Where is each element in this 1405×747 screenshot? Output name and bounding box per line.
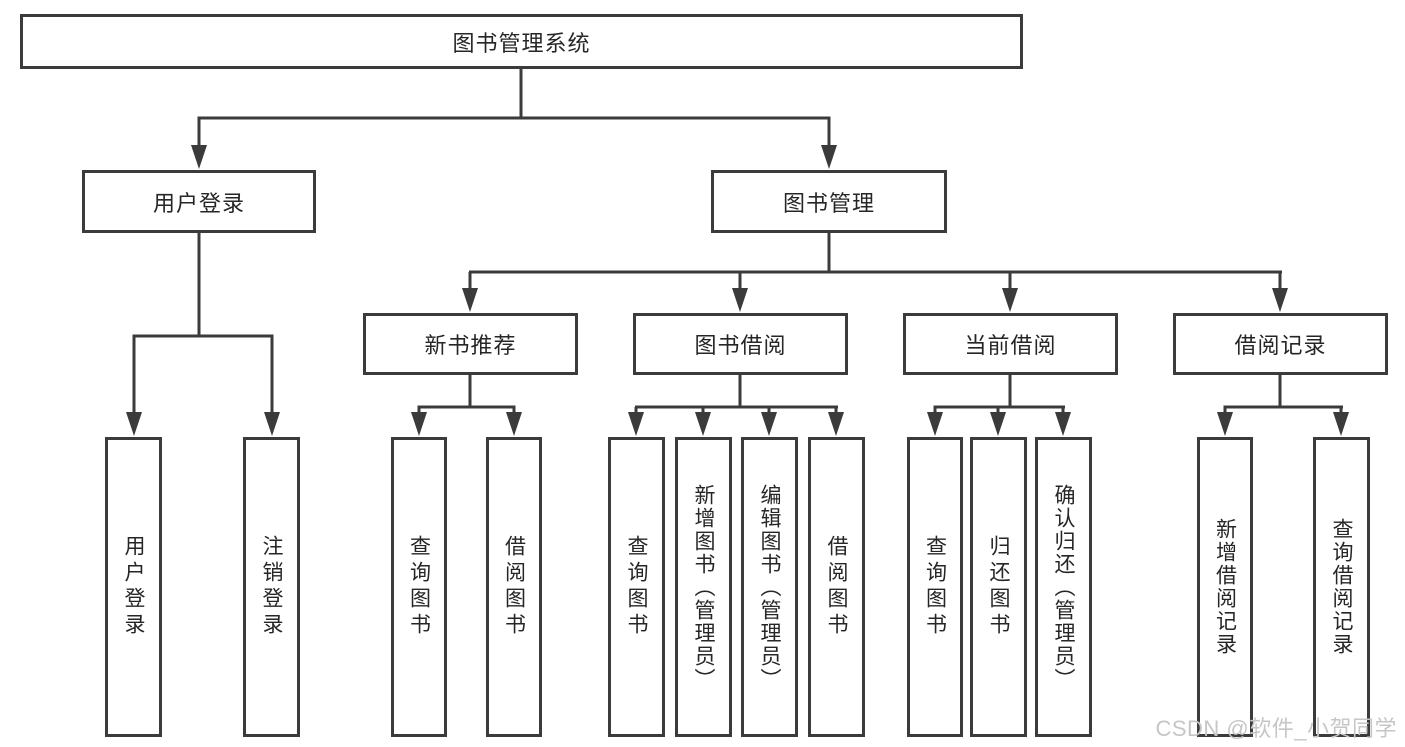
leaf-logout: 注销登录 — [243, 437, 300, 737]
leaf-edit-books-admin: 编辑图书（管理员） — [741, 437, 798, 737]
leaf-add-borrow-record: 新增借阅记录 — [1197, 437, 1253, 737]
leaf-confirm-return-admin: 确认归还（管理员） — [1035, 437, 1092, 737]
node-new-book-recommend: 新书推荐 — [363, 313, 578, 375]
leaf-user-login: 用户登录 — [105, 437, 162, 737]
watermark: CSDN @软件_小贺同学 — [1155, 716, 1397, 741]
node-current-borrowing: 当前借阅 — [903, 313, 1118, 375]
leaf-query-borrow-record: 查询借阅记录 — [1313, 437, 1370, 737]
node-book-management: 图书管理 — [711, 170, 947, 233]
node-user-login: 用户登录 — [82, 170, 316, 233]
leaf-recommend-borrow-books: 借阅图书 — [486, 437, 542, 737]
arrowheads — [126, 145, 1349, 436]
node-root: 图书管理系统 — [20, 14, 1023, 69]
node-book-borrowing: 图书借阅 — [633, 313, 848, 375]
leaf-borrow-query-books: 查询图书 — [608, 437, 665, 737]
leaf-add-books-admin: 新增图书（管理员） — [675, 437, 732, 737]
leaf-borrow-books: 借阅图书 — [808, 437, 865, 737]
leaf-return-books: 归还图书 — [970, 437, 1027, 737]
leaf-current-query-books: 查询图书 — [907, 437, 963, 737]
node-borrow-records: 借阅记录 — [1173, 313, 1388, 375]
leaf-recommend-query-books: 查询图书 — [391, 437, 447, 737]
